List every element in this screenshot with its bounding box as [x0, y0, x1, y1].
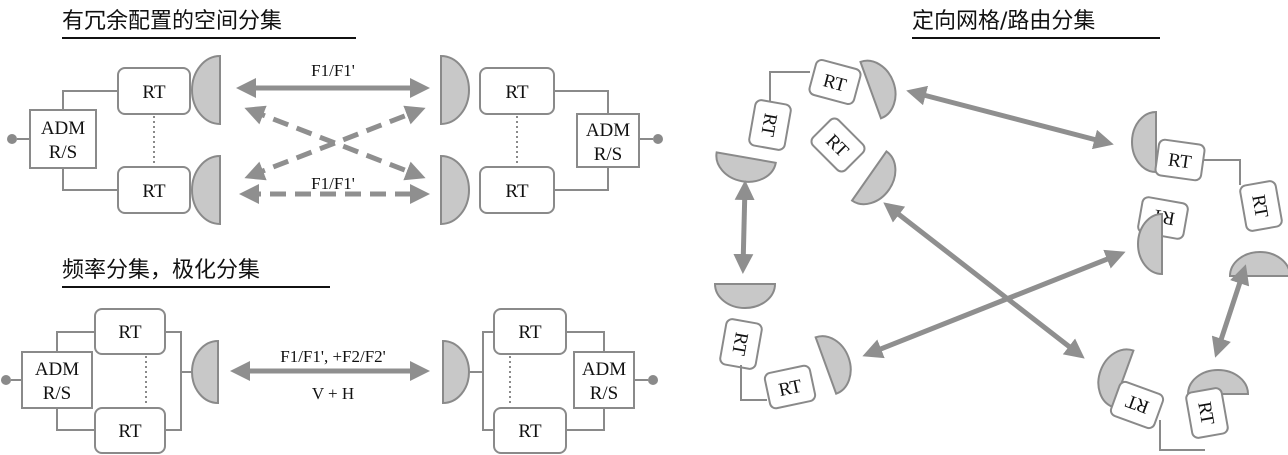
- rt-label: RT: [505, 181, 529, 202]
- space-diversity-panel: 有冗余配置的空间分集 ADM R/S RT RT RT RT ADM R/S: [7, 9, 663, 226]
- port-node: [648, 375, 658, 385]
- rs-label: R/S: [594, 144, 623, 165]
- rt-box: [1154, 138, 1206, 182]
- rt-label: RT: [727, 331, 752, 358]
- space-diversity-title: 有冗余配置的空间分集: [62, 9, 282, 34]
- port-node: [653, 134, 663, 144]
- polarization-label: V + H: [312, 384, 354, 403]
- dish-antenna: [191, 154, 221, 226]
- rt-label: RT: [118, 421, 142, 442]
- frequency-label: F1/F1', +F2/F2': [280, 347, 385, 366]
- dish-antenna: [1097, 348, 1135, 409]
- adm-label: ADM: [582, 359, 626, 380]
- dish-antenna: [859, 59, 897, 120]
- rs-label: R/S: [590, 383, 619, 404]
- link-arrow-dashed: [244, 105, 426, 181]
- frequency-label: F1/F1': [311, 174, 355, 193]
- mesh-diversity-title: 定向网格/路由分集: [912, 9, 1095, 34]
- link-arrow: [906, 85, 1114, 150]
- frequency-diversity-title: 频率分集，极化分集: [62, 258, 260, 283]
- dish-antenna: [440, 154, 470, 226]
- rt-label: RT: [1167, 149, 1193, 173]
- dish-antenna: [1228, 251, 1288, 277]
- rt-label: RT: [118, 322, 142, 343]
- rt-label: RT: [505, 82, 529, 103]
- link-arrow: [733, 180, 755, 274]
- port-node: [1, 375, 11, 385]
- rt-box: [1109, 380, 1165, 430]
- rt-box: [1239, 180, 1283, 232]
- rt-label: RT: [518, 322, 542, 343]
- rt-box: [808, 59, 862, 105]
- dish-antenna: [850, 150, 897, 206]
- adm-box: [576, 113, 640, 168]
- rt-label: RT: [518, 421, 542, 442]
- dish-antenna: [191, 339, 219, 405]
- rt-label: RT: [142, 181, 166, 202]
- dish-antenna: [191, 54, 221, 126]
- rt-box: [763, 364, 817, 410]
- rt-box: [810, 117, 866, 173]
- frequency-diversity-panel: 频率分集，极化分集 ADM R/S RT RT RT RT ADM R/S: [1, 258, 658, 454]
- rt-box: [1185, 387, 1229, 439]
- rt-label: RT: [756, 112, 781, 139]
- port-node: [7, 134, 17, 144]
- dish-antenna: [713, 283, 777, 309]
- dish-antenna: [1131, 110, 1157, 174]
- rt-box: [719, 318, 763, 370]
- rt-label: RT: [777, 376, 804, 401]
- link-arrow: [862, 249, 1126, 359]
- dish-antenna: [440, 54, 470, 126]
- rs-label: R/S: [43, 383, 72, 404]
- rt-box: [748, 99, 792, 151]
- adm-box: [29, 109, 97, 169]
- link-arrow: [1211, 264, 1250, 358]
- rt-label: RT: [142, 82, 166, 103]
- dish-antenna: [715, 151, 777, 183]
- dish-antenna: [814, 335, 852, 396]
- adm-label: ADM: [586, 120, 630, 141]
- dish-antenna: [442, 339, 470, 405]
- dish-antenna: [1137, 212, 1163, 276]
- dish-antenna: [1186, 369, 1250, 395]
- frequency-label: F1/F1': [311, 61, 355, 80]
- adm-label: ADM: [35, 359, 79, 380]
- rt-box: [117, 166, 191, 214]
- rs-label: R/S: [49, 142, 78, 163]
- adm-box: [573, 351, 635, 409]
- mesh-diversity-panel: 定向网格/路由分集 RT RT RT RT RT RT RT RT RT RT: [713, 9, 1288, 451]
- adm-label: ADM: [41, 118, 85, 139]
- rt-label: RT: [1193, 400, 1218, 427]
- rt-box: [117, 67, 191, 115]
- rt-label: RT: [1247, 193, 1272, 220]
